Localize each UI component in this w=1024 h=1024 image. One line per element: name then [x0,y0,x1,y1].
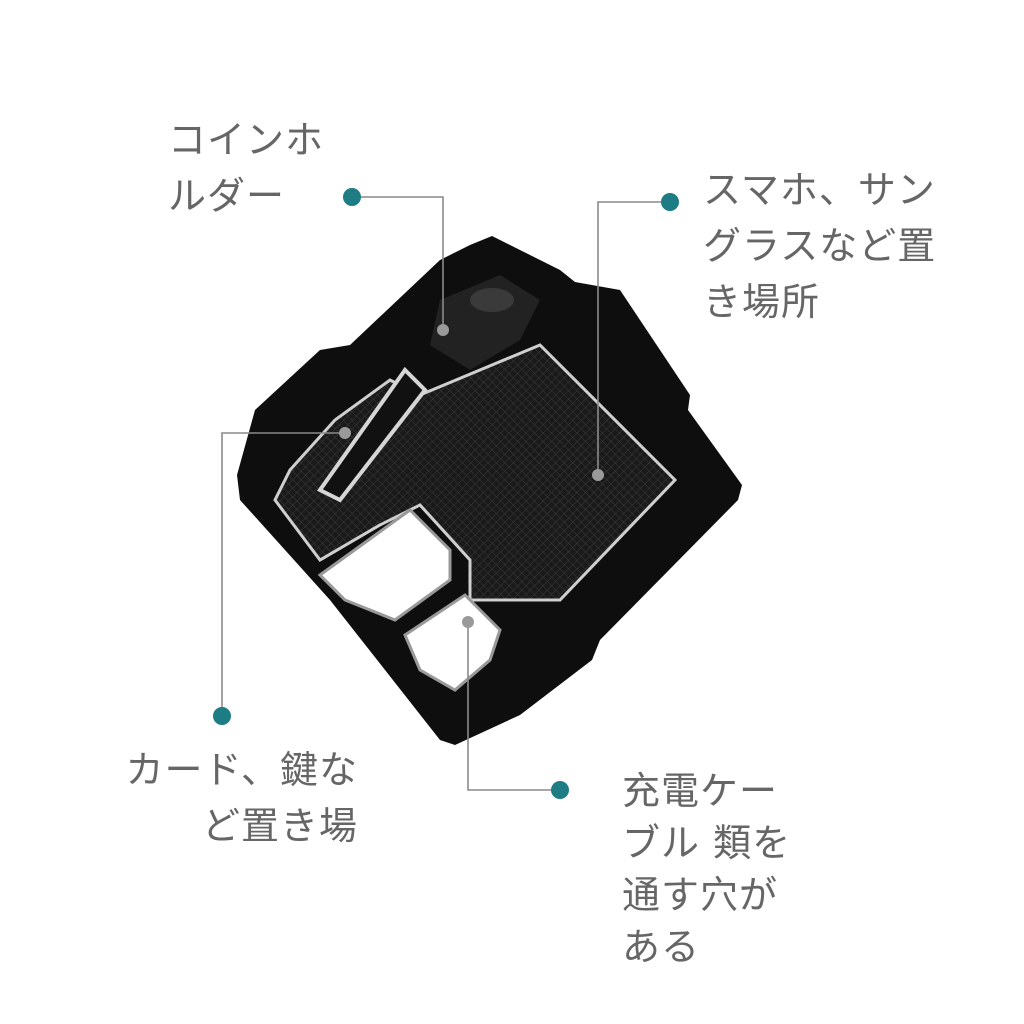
leader-line-coin [352,196,444,330]
callout-cable-hole: 充電ケー ブル 類を 通す穴が ある [622,765,791,973]
leader-line-phone [597,201,670,475]
callout-dot-phone [661,193,679,211]
anchor-dot-phone [592,469,604,481]
anchor-dot-coin [437,324,449,336]
callout-line: 通す穴が [622,873,779,917]
cable-hole-upper [317,508,452,622]
phone-mat [273,343,678,602]
anchor-dot-card [339,427,351,439]
callout-line: ルダー [168,174,286,218]
callout-coin-holder: コインホ ルダー [168,112,324,224]
callout-line: カード、鍵な [125,748,358,792]
callout-line: グラスなど置 [703,224,937,268]
callout-line: コインホ [168,118,325,162]
leader-line-cable [467,622,560,791]
callout-dot-card [213,707,231,725]
callout-line: ブル 類を [622,821,792,865]
anchor-dot-cable [462,616,474,628]
callout-line: き場所 [703,280,821,324]
callout-card-key-area: カード、鍵な ど置き場 [108,742,358,854]
callout-dot-coin [343,188,361,206]
callout-line: ど置き場 [201,804,358,848]
card-slot [317,366,428,503]
cable-hole-lower [403,593,502,692]
callout-dot-cable [551,781,569,799]
leader-line-card [221,432,345,716]
callout-line: ある [622,925,701,969]
callout-line: 充電ケー [622,769,779,813]
callout-phone-area: スマホ、サン グラスなど置 き場所 [703,162,936,330]
callout-line: スマホ、サン [703,168,936,212]
